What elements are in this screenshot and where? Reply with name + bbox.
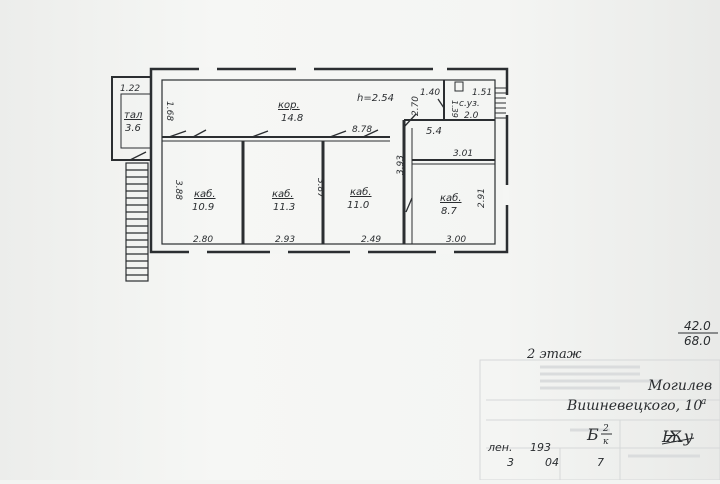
openings xyxy=(189,67,509,254)
dim-3-88: 3.88 xyxy=(173,180,183,200)
room-labels: кор. 14.8 тал 3.6 с.уз. 2.0 5.4 каб. 10.… xyxy=(124,93,480,217)
room-area-stair: 3.6 xyxy=(125,123,141,134)
building-letter: Б xyxy=(586,425,599,444)
letter-subscript: к xyxy=(603,437,609,447)
letter-superscript: 2 xyxy=(602,424,609,434)
room-name-office3: каб. xyxy=(350,186,372,198)
ceiling-height: h=2.54 xyxy=(357,93,394,104)
dim-2-91: 2.91 xyxy=(477,188,487,208)
room-name-stair: тал xyxy=(124,110,143,121)
dim-1-39: 1.39 xyxy=(450,100,459,118)
dim-3-87: 3.87 xyxy=(315,178,325,198)
dimension-labels: 1.22 1.68 1.40 1.51 1.39 2.70 8.78 3.93 … xyxy=(120,84,492,245)
dim-2-93: 2.93 xyxy=(275,235,295,245)
len-number: 193 xyxy=(530,441,551,454)
title-block: Могилев Вишневецкого, 10 а Б 2 к Ѭу лен.… xyxy=(479,359,720,481)
signature-stroke xyxy=(661,437,695,445)
city-text: Могилев xyxy=(647,378,712,394)
room-name-office4: каб. xyxy=(440,192,462,204)
street-text: Вишневецкого, 10 xyxy=(566,398,702,414)
room-name-office2: каб. xyxy=(272,188,294,200)
dim-3-00: 3.00 xyxy=(446,235,466,245)
len-label: лен. xyxy=(487,441,513,454)
room-area-hall: 5.4 xyxy=(426,126,442,137)
room-name-office1: каб. xyxy=(194,188,216,200)
room-area-office2: 11.3 xyxy=(273,202,295,213)
door-swings xyxy=(129,98,445,213)
street-suffix: а xyxy=(701,397,706,407)
signature: Ѭу xyxy=(661,427,694,446)
room-name-wc: с.уз. xyxy=(459,99,480,109)
dim-1-22: 1.22 xyxy=(120,84,140,94)
total-area-bottom: 68.0 xyxy=(684,334,711,348)
dim-8-78: 8.78 xyxy=(352,125,372,135)
sheet-number-3: 7 xyxy=(597,456,604,469)
total-area-top: 42.0 xyxy=(684,319,711,333)
dim-3-01: 3.01 xyxy=(453,149,473,159)
dim-1-40: 1.40 xyxy=(420,88,440,98)
floor-label: 2 этаж xyxy=(526,347,582,362)
building-walls xyxy=(111,67,509,254)
sheet-number-1: 3 xyxy=(507,456,514,469)
dim-1-51: 1.51 xyxy=(472,88,492,98)
dim-2-49: 2.49 xyxy=(361,235,381,245)
dim-1-68: 1.68 xyxy=(164,101,174,121)
room-name-corridor: кор. xyxy=(278,100,300,111)
dim-2-80: 2.80 xyxy=(193,235,213,245)
dim-2-70: 2.70 xyxy=(411,96,421,116)
room-area-office1: 10.9 xyxy=(192,202,214,213)
external-stair xyxy=(125,162,149,282)
room-area-office3: 11.0 xyxy=(347,200,369,211)
sheet-number-2: 04 xyxy=(545,456,559,469)
right-stair-marks xyxy=(495,87,506,119)
dim-3-93: 3.93 xyxy=(396,155,406,175)
room-area-office4: 8.7 xyxy=(441,206,458,217)
room-area-wc: 2.0 xyxy=(464,111,479,121)
faded-stamp-text xyxy=(540,365,700,458)
room-area-corridor: 14.8 xyxy=(281,113,303,124)
